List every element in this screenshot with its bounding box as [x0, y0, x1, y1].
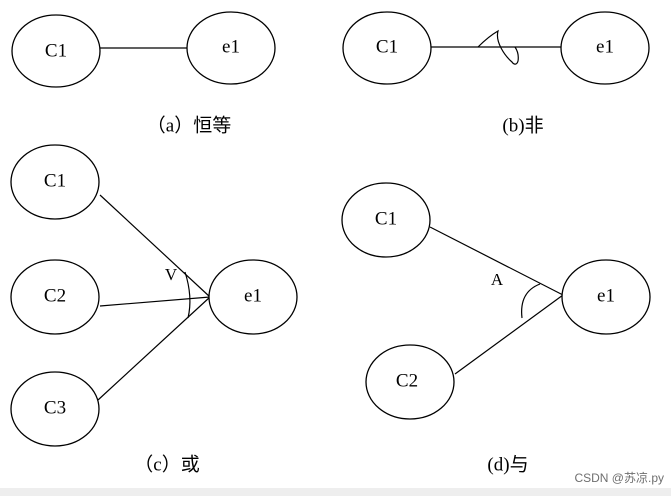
- panel-c-operator-label: V: [165, 265, 178, 284]
- panel-b-caption: (b)非: [502, 114, 543, 136]
- panel-d-effect-node-e1: [561, 259, 651, 335]
- panel-d-edge-c2: [454, 294, 564, 375]
- panel-c-e1-label: e1: [244, 285, 262, 306]
- panel-d-c2-label: C2: [396, 370, 418, 391]
- panel-c-c3-label: C3: [44, 397, 66, 418]
- panel-d-c1-label: C1: [375, 208, 397, 229]
- panel-c-edge-c1: [99, 194, 211, 298]
- panel-c: V C1 C2 C3 e1 （c）或: [10, 144, 298, 475]
- panel-a: C1 e1 （a）恒等: [11, 11, 276, 136]
- panel-c-c2-label: C2: [44, 285, 66, 306]
- panel-c-caption: （c）或: [134, 453, 199, 475]
- panel-d-edge-c1: [429, 226, 564, 296]
- panel-b-cause-node-c1: [342, 11, 432, 85]
- panel-a-caption: （a）恒等: [147, 114, 231, 136]
- panel-c-or-arc: [184, 271, 191, 319]
- panel-c-cause-node-c3: [10, 371, 100, 447]
- panel-a-cause-node-c1: [11, 14, 101, 88]
- panel-b: C1 e1 (b)非: [342, 11, 650, 136]
- panel-b-c1-label: C1: [376, 36, 398, 57]
- panel-d-caption: (d)与: [487, 453, 528, 475]
- watermark: CSDN @苏凉.py: [574, 470, 664, 485]
- panel-c-cause-node-c1: [10, 144, 100, 220]
- panel-d: A C1 C2 e1 (d)与: [341, 182, 651, 475]
- panel-a-effect-node-e1: [186, 11, 276, 85]
- panel-a-c1-label: C1: [45, 40, 67, 61]
- panel-d-and-arc: [521, 283, 541, 319]
- panel-c-c1-label: C1: [44, 170, 66, 191]
- panel-c-edge-c2: [99, 296, 211, 307]
- panel-c-cause-node-c2: [10, 259, 100, 335]
- panel-c-effect-node-e1: [208, 259, 298, 335]
- panel-b-negation-mark: [477, 29, 519, 65]
- panel-c-edge-c3: [97, 296, 211, 401]
- panel-d-cause-node-c1: [341, 182, 431, 258]
- panel-d-operator-label: A: [491, 270, 504, 289]
- panel-b-e1-label: e1: [596, 36, 614, 57]
- panel-a-e1-label: e1: [222, 36, 240, 57]
- panel-d-e1-label: e1: [597, 285, 615, 306]
- bottom-strip: [0, 488, 671, 496]
- panel-b-effect-node-e1: [560, 11, 650, 85]
- panel-d-cause-node-c2: [365, 344, 455, 420]
